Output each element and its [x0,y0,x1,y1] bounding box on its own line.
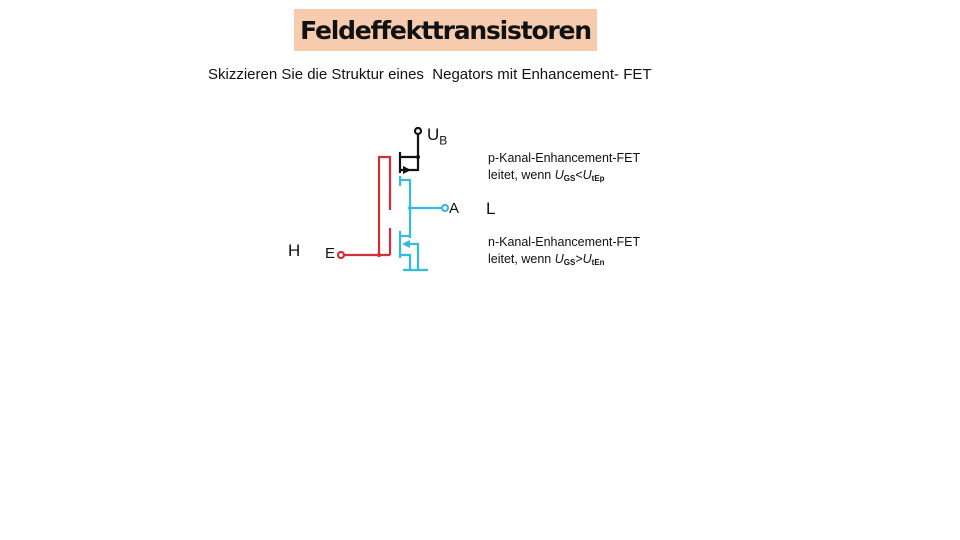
input-label: E [325,245,336,262]
supply-wiring [398,126,423,173]
nfet-note: n-Kanal-Enhancement-FET leitet, wenn UGS… [488,235,641,267]
output-terminal-icon [440,203,450,213]
supply-label: UB [427,125,448,148]
nfet-arrow-icon [402,240,410,248]
pfet-note: p-Kanal-Enhancement-FET leitet, wenn UGS… [488,151,641,183]
input-wiring [336,155,392,260]
output-state-label: L [486,199,496,218]
supply-terminal-icon [413,126,423,136]
task-instruction: Skizzieren Sie die Struktur eines Negato… [208,66,652,83]
pfet-arrow-icon [403,166,411,174]
output-label: A [449,200,460,217]
title-banner: Feldeffekttransistoren [294,9,597,51]
input-state-label: H [288,241,301,260]
output-wiring [398,176,450,272]
page-title: Feldeffekttransistoren [300,15,592,45]
input-terminal-icon [336,250,346,260]
